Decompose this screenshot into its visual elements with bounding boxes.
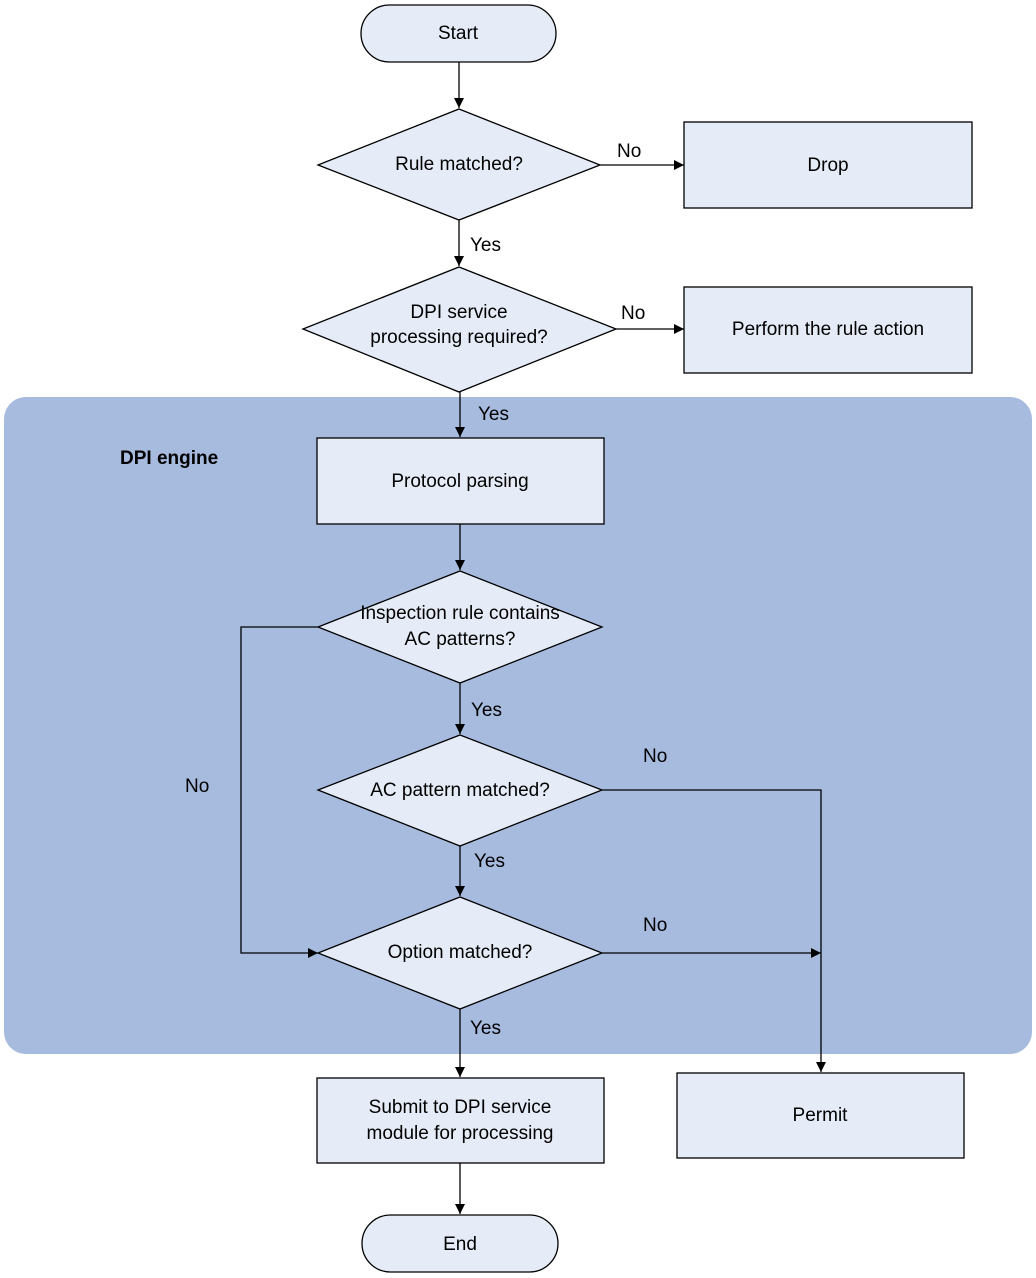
protocol-parsing-label: Protocol parsing [391,471,528,492]
permit-label: Permit [793,1105,849,1126]
edge-label-ac-matched-yes: Yes [474,851,505,872]
ac-contains-decision [316,570,604,684]
dpi-required-label-line2: processing required? [370,327,547,348]
edge-label-rule-no: No [617,141,641,162]
end-label: End [443,1234,477,1255]
edge-ac-contains-no-to-option [240,626,318,958]
ac-contains-label-line2: AC patterns? [405,629,516,650]
end-terminal [361,1214,559,1273]
submit-label-line2: module for processing [367,1123,554,1144]
perform-action-box [683,286,973,374]
edge-label-option-no: No [643,915,667,936]
rule-matched-label: Rule matched? [395,154,523,175]
start-label: Start [438,23,479,44]
edge-label-rule-yes: Yes [470,235,501,256]
dpi-required-label-line1: DPI service [410,302,507,323]
dpi-engine-region [4,397,1032,1054]
drop-box [683,121,973,209]
dpi-required-decision [301,266,618,393]
option-matched-label: Option matched? [388,942,533,963]
edge-label-dpi-no: No [621,303,645,324]
dpi-engine-label: DPI engine [120,448,218,469]
protocol-parsing-box [316,437,605,525]
edge-label-ac-contains-yes: Yes [471,700,502,721]
start-terminal [360,4,557,63]
ac-matched-decision [316,734,604,847]
edge-label-option-yes: Yes [470,1018,501,1039]
rule-matched-decision [316,108,602,221]
submit-box [316,1077,605,1164]
ac-contains-label-line1: Inspection rule contains [360,603,560,624]
perform-action-label: Perform the rule action [732,319,924,340]
edge-label-ac-matched-no: No [643,746,667,767]
drop-label: Drop [807,155,848,176]
ac-matched-label: AC pattern matched? [370,780,550,801]
option-matched-decision [316,896,604,1010]
submit-label-line1: Submit to DPI service [369,1097,552,1118]
edge-label-dpi-yes: Yes [478,404,509,425]
edge-ac-matched-no-to-permit [602,789,826,1072]
permit-box [676,1072,965,1159]
edge-label-ac-contains-no: No [185,776,209,797]
